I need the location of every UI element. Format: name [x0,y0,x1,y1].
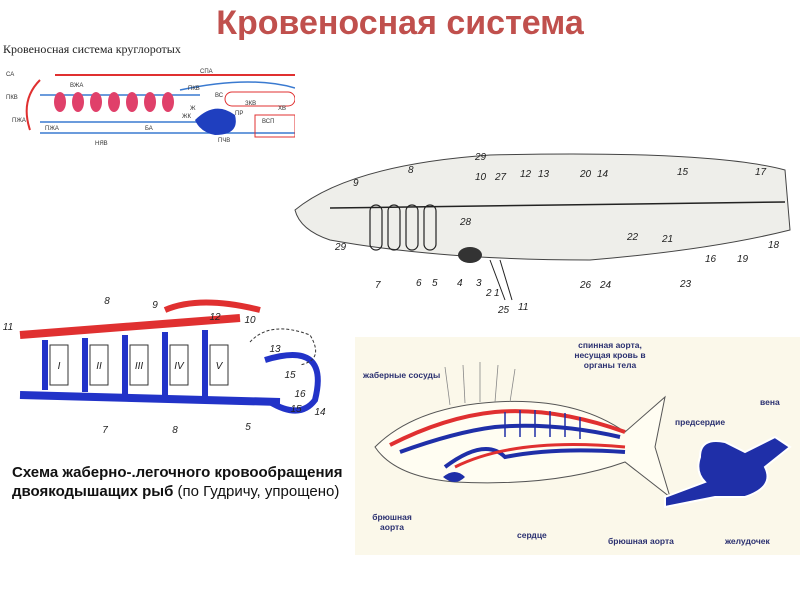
svg-text:5: 5 [432,278,438,289]
svg-text:V: V [216,361,224,372]
svg-text:24: 24 [599,280,612,291]
svg-text:15: 15 [284,370,296,381]
svg-text:Ж: Ж [190,106,196,112]
svg-text:15: 15 [290,404,302,415]
svg-text:14: 14 [597,169,609,180]
svg-text:10: 10 [475,172,487,183]
svg-text:ПКВ: ПКВ [6,95,18,101]
svg-text:8: 8 [172,425,178,436]
slide-title: Кровеносная система [216,4,584,42]
svg-text:8: 8 [104,296,110,307]
svg-text:23: 23 [679,279,692,290]
svg-text:12: 12 [209,312,221,323]
shark-number: 29 [474,152,487,163]
label-atrium: предсердие [675,417,726,427]
lungfish-caption: Схема жаберно-.легочного кровообращения … [12,463,372,501]
svg-text:ПЖА: ПЖА [45,126,59,132]
svg-text:2: 2 [485,288,492,299]
svg-text:21: 21 [661,234,673,245]
caption-bold: Схема жаберно-.легочного кровообращения … [12,464,343,500]
svg-text:20: 20 [579,169,592,180]
svg-text:СПА: СПА [200,69,213,75]
label-ventral-aorta: брюшная аорта [372,512,412,532]
svg-text:III: III [135,361,144,372]
svg-text:1: 1 [494,288,500,299]
lamprey-caption: Кровеносная система круглоротых [3,42,181,56]
svg-text:22: 22 [626,232,639,243]
lungfish-circulation-diagram: I II III IV V 11 8 9 12 10 13 15 16 14 1… [0,290,340,440]
svg-text:25: 25 [497,305,510,316]
svg-text:3: 3 [476,278,482,289]
svg-text:14: 14 [314,407,326,418]
svg-text:7: 7 [102,425,108,436]
lungfish-svg: I II III IV V 11 8 9 12 10 13 15 16 14 1… [3,296,326,436]
svg-text:II: II [96,361,102,372]
bony-fish-circulation-diagram: жаберные сосуды спинная аорта, несущая к… [355,337,800,555]
svg-text:13: 13 [269,344,281,355]
svg-text:ВС: ВС [215,93,224,99]
svg-text:ВЖА: ВЖА [70,83,83,89]
lamprey-circulation-diagram: Кровеносная система круглоротых СА СПА П… [0,40,296,166]
svg-text:15: 15 [677,167,689,178]
svg-text:4: 4 [457,278,463,289]
svg-text:11: 11 [518,302,528,313]
svg-text:8: 8 [408,165,414,176]
svg-text:27: 27 [494,172,507,183]
shark-svg: 29 9 8 10 27 12 13 20 14 15 17 28 22 21 … [294,152,791,316]
svg-text:6: 6 [416,278,422,289]
lamprey-svg: СА СПА ПКВ ПЖА ВЖА ПКВ ВС ЗКВ ХВ Ж ПР ЖК… [6,69,296,147]
label-heart: сердце [517,530,547,540]
svg-text:28: 28 [459,217,472,228]
shark-anatomy-diagram: 29 9 8 10 27 12 13 20 14 15 17 28 22 21 … [290,150,795,320]
svg-text:ПЖА: ПЖА [12,118,26,124]
svg-text:ПКВ: ПКВ [188,86,200,92]
svg-text:БА: БА [145,126,153,132]
svg-text:5: 5 [245,422,251,433]
bony-fish-svg [374,362,792,509]
svg-text:26: 26 [579,280,592,291]
svg-text:9: 9 [152,300,158,311]
svg-text:16: 16 [705,254,717,265]
label-vein: вена [760,397,780,407]
caption-source: (по Гудричу, упрощено) [173,483,340,500]
svg-text:ПР: ПР [235,111,243,117]
svg-text:9: 9 [353,178,359,189]
svg-text:ЗКВ: ЗКВ [245,101,256,107]
svg-text:16: 16 [294,389,306,400]
svg-text:18: 18 [768,240,780,251]
svg-text:ХВ: ХВ [278,106,286,112]
svg-text:ЖК: ЖК [182,114,192,120]
svg-text:13: 13 [538,169,550,180]
svg-text:17: 17 [755,167,767,178]
svg-text:ВСП: ВСП [262,119,274,125]
label-dorsal-aorta: спинная аорта, несущая кровь в органы те… [574,340,646,370]
svg-text:11: 11 [3,322,13,333]
svg-text:I: I [58,361,61,372]
svg-text:IV: IV [174,361,185,372]
svg-text:НЯВ: НЯВ [95,141,108,147]
svg-text:29: 29 [334,242,347,253]
label-gill-vessels: жаберные сосуды [363,370,441,380]
lamprey-label: СА [6,72,14,78]
label-ventral-aorta-heart: брюшная аорта [608,536,674,546]
svg-text:10: 10 [244,315,256,326]
svg-text:12: 12 [520,169,532,180]
svg-text:ПЧВ: ПЧВ [218,138,230,144]
svg-text:19: 19 [737,254,749,265]
svg-text:7: 7 [375,280,381,291]
label-ventricle: желудочек [725,536,770,546]
